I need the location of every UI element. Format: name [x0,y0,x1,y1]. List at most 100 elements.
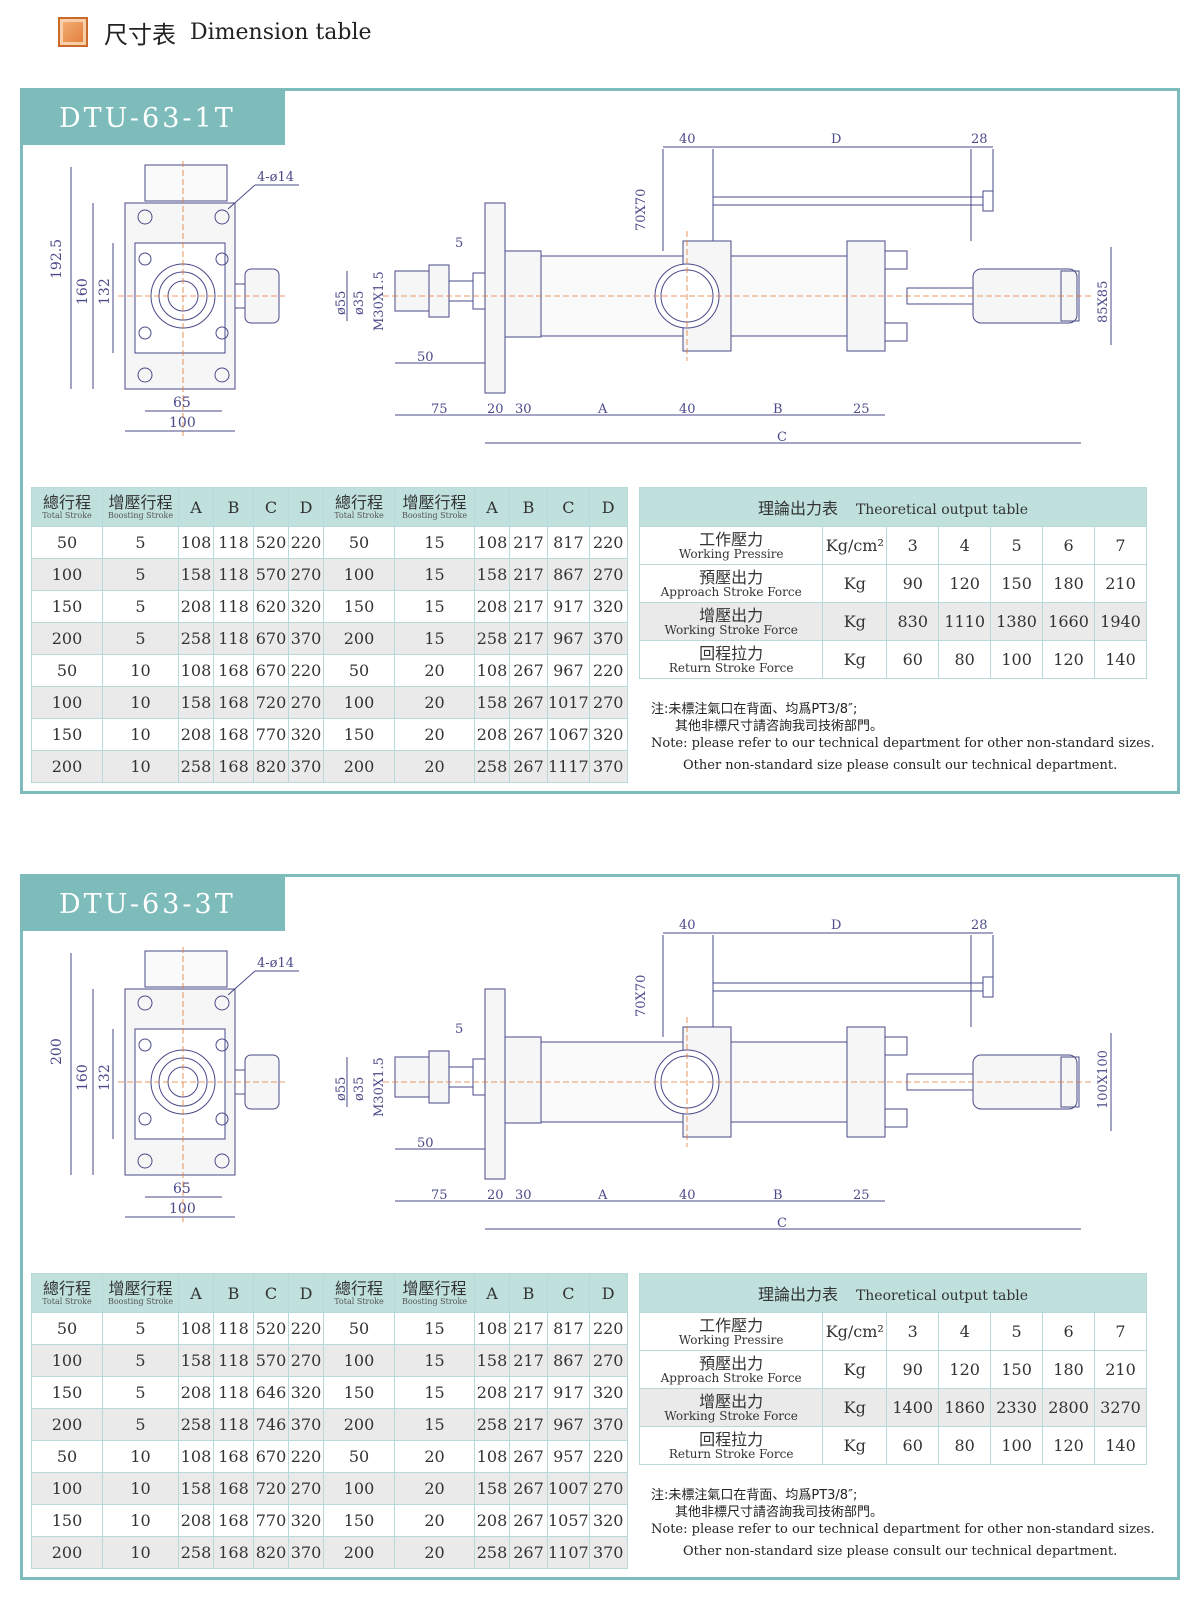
dim-5: 5 [455,1022,463,1037]
table-cell: 267 [509,1536,548,1569]
table-cell: 370 [588,622,628,655]
approach-value: 90 [886,1350,940,1389]
dim-w-outer: 100 [169,1201,196,1217]
table-cell: 118 [213,526,254,559]
dim-h-inner: 132 [97,1064,113,1091]
table-cell: 270 [588,1472,628,1505]
force-unit: Kg [822,1350,888,1389]
table-cell: 20 [394,1504,475,1537]
approach-value: 150 [990,564,1044,603]
table-cell: 320 [588,1504,628,1537]
approach-value: 90 [886,564,940,603]
table-cell: 118 [213,622,254,655]
table-cell: 168 [213,1536,254,1569]
table-cell: 1067 [547,718,590,751]
table-cell: 118 [213,1312,254,1345]
dim-b: B [773,1188,783,1203]
note-line-3: Note: please refer to our technical depa… [651,736,1155,751]
return-value: 80 [938,1426,992,1465]
table-cell: 50 [31,654,103,687]
table-cell: 267 [509,750,548,783]
table-cell: 670 [253,1440,289,1473]
table-cell: 50 [31,1440,103,1473]
return-value: 120 [1042,1426,1096,1465]
table-cell: 370 [588,750,628,783]
approach-value: 210 [1094,1350,1147,1389]
model-name: DTU-63-3T [59,888,236,920]
table-cell: 217 [509,526,548,559]
table-cell: 270 [288,1472,324,1505]
table-cell: 270 [288,686,324,719]
return-value: 80 [938,640,992,679]
table-cell: 150 [323,1504,395,1537]
table-cell: 370 [288,1408,324,1441]
table-cell: 150 [31,718,103,751]
table-cell: 1107 [547,1536,590,1569]
dim-a: A [597,1188,608,1203]
table-cell: 15 [394,526,475,559]
dim-top-40: 40 [679,132,696,147]
dim-50: 50 [417,350,434,365]
table-cell: 370 [288,1536,324,1569]
table-cell: 220 [588,1440,628,1473]
pressure-unit: Kg/cm² [822,526,888,565]
table-cell: 208 [178,1504,214,1537]
table-cell: 670 [253,622,289,655]
col-a: A [474,487,510,527]
table-cell: 770 [253,718,289,751]
table-cell: 917 [547,590,590,623]
page-title-en: Dimension table [190,19,372,45]
table-cell: 267 [509,686,548,719]
note-line-1: 注:未標注氣口在背面、均爲PT3/8″; [651,702,858,717]
col-d: D [588,487,628,527]
table-cell: 220 [588,526,628,559]
table-cell: 720 [253,686,289,719]
table-cell: 10 [102,750,179,783]
table-cell: 570 [253,1344,289,1377]
note-block: 注:未標注氣口在背面、均爲PT3/8″; 其他非標尺寸請咨詢我司技術部門。 No… [651,701,1161,774]
table-cell: 20 [394,1472,475,1505]
table-cell: 208 [178,590,214,623]
table-cell: 10 [102,686,179,719]
table-cell: 270 [588,558,628,591]
table-cell: 220 [288,1312,324,1345]
table-cell: 200 [31,1408,103,1441]
dim-top-28: 28 [971,918,988,933]
col-a: A [178,487,214,527]
dim-c: C [777,1216,787,1231]
return-value: 100 [990,640,1044,679]
dim-square: 70X70 [634,189,649,231]
table-cell: 267 [509,1472,548,1505]
dim-top-28: 28 [971,132,988,147]
dim-75: 75 [431,1188,448,1203]
table-cell: 200 [323,1536,395,1569]
table-cell: 158 [178,1472,214,1505]
table-cell: 258 [474,1408,510,1441]
table-cell: 270 [288,1344,324,1377]
dim-w-inner: 65 [173,395,191,411]
note-line-2: 其他非標尺寸請咨詢我司技術部門。 [675,1505,884,1520]
table-cell: 15 [394,590,475,623]
table-cell: 168 [213,718,254,751]
dim-20: 20 [487,1188,504,1203]
working-value: 1400 [886,1388,940,1427]
table-cell: 100 [323,686,395,719]
table-cell: 158 [474,686,510,719]
table-cell: 118 [213,590,254,623]
table-cell: 967 [547,622,590,655]
approach-value: 210 [1094,564,1147,603]
table-cell: 5 [102,622,179,655]
